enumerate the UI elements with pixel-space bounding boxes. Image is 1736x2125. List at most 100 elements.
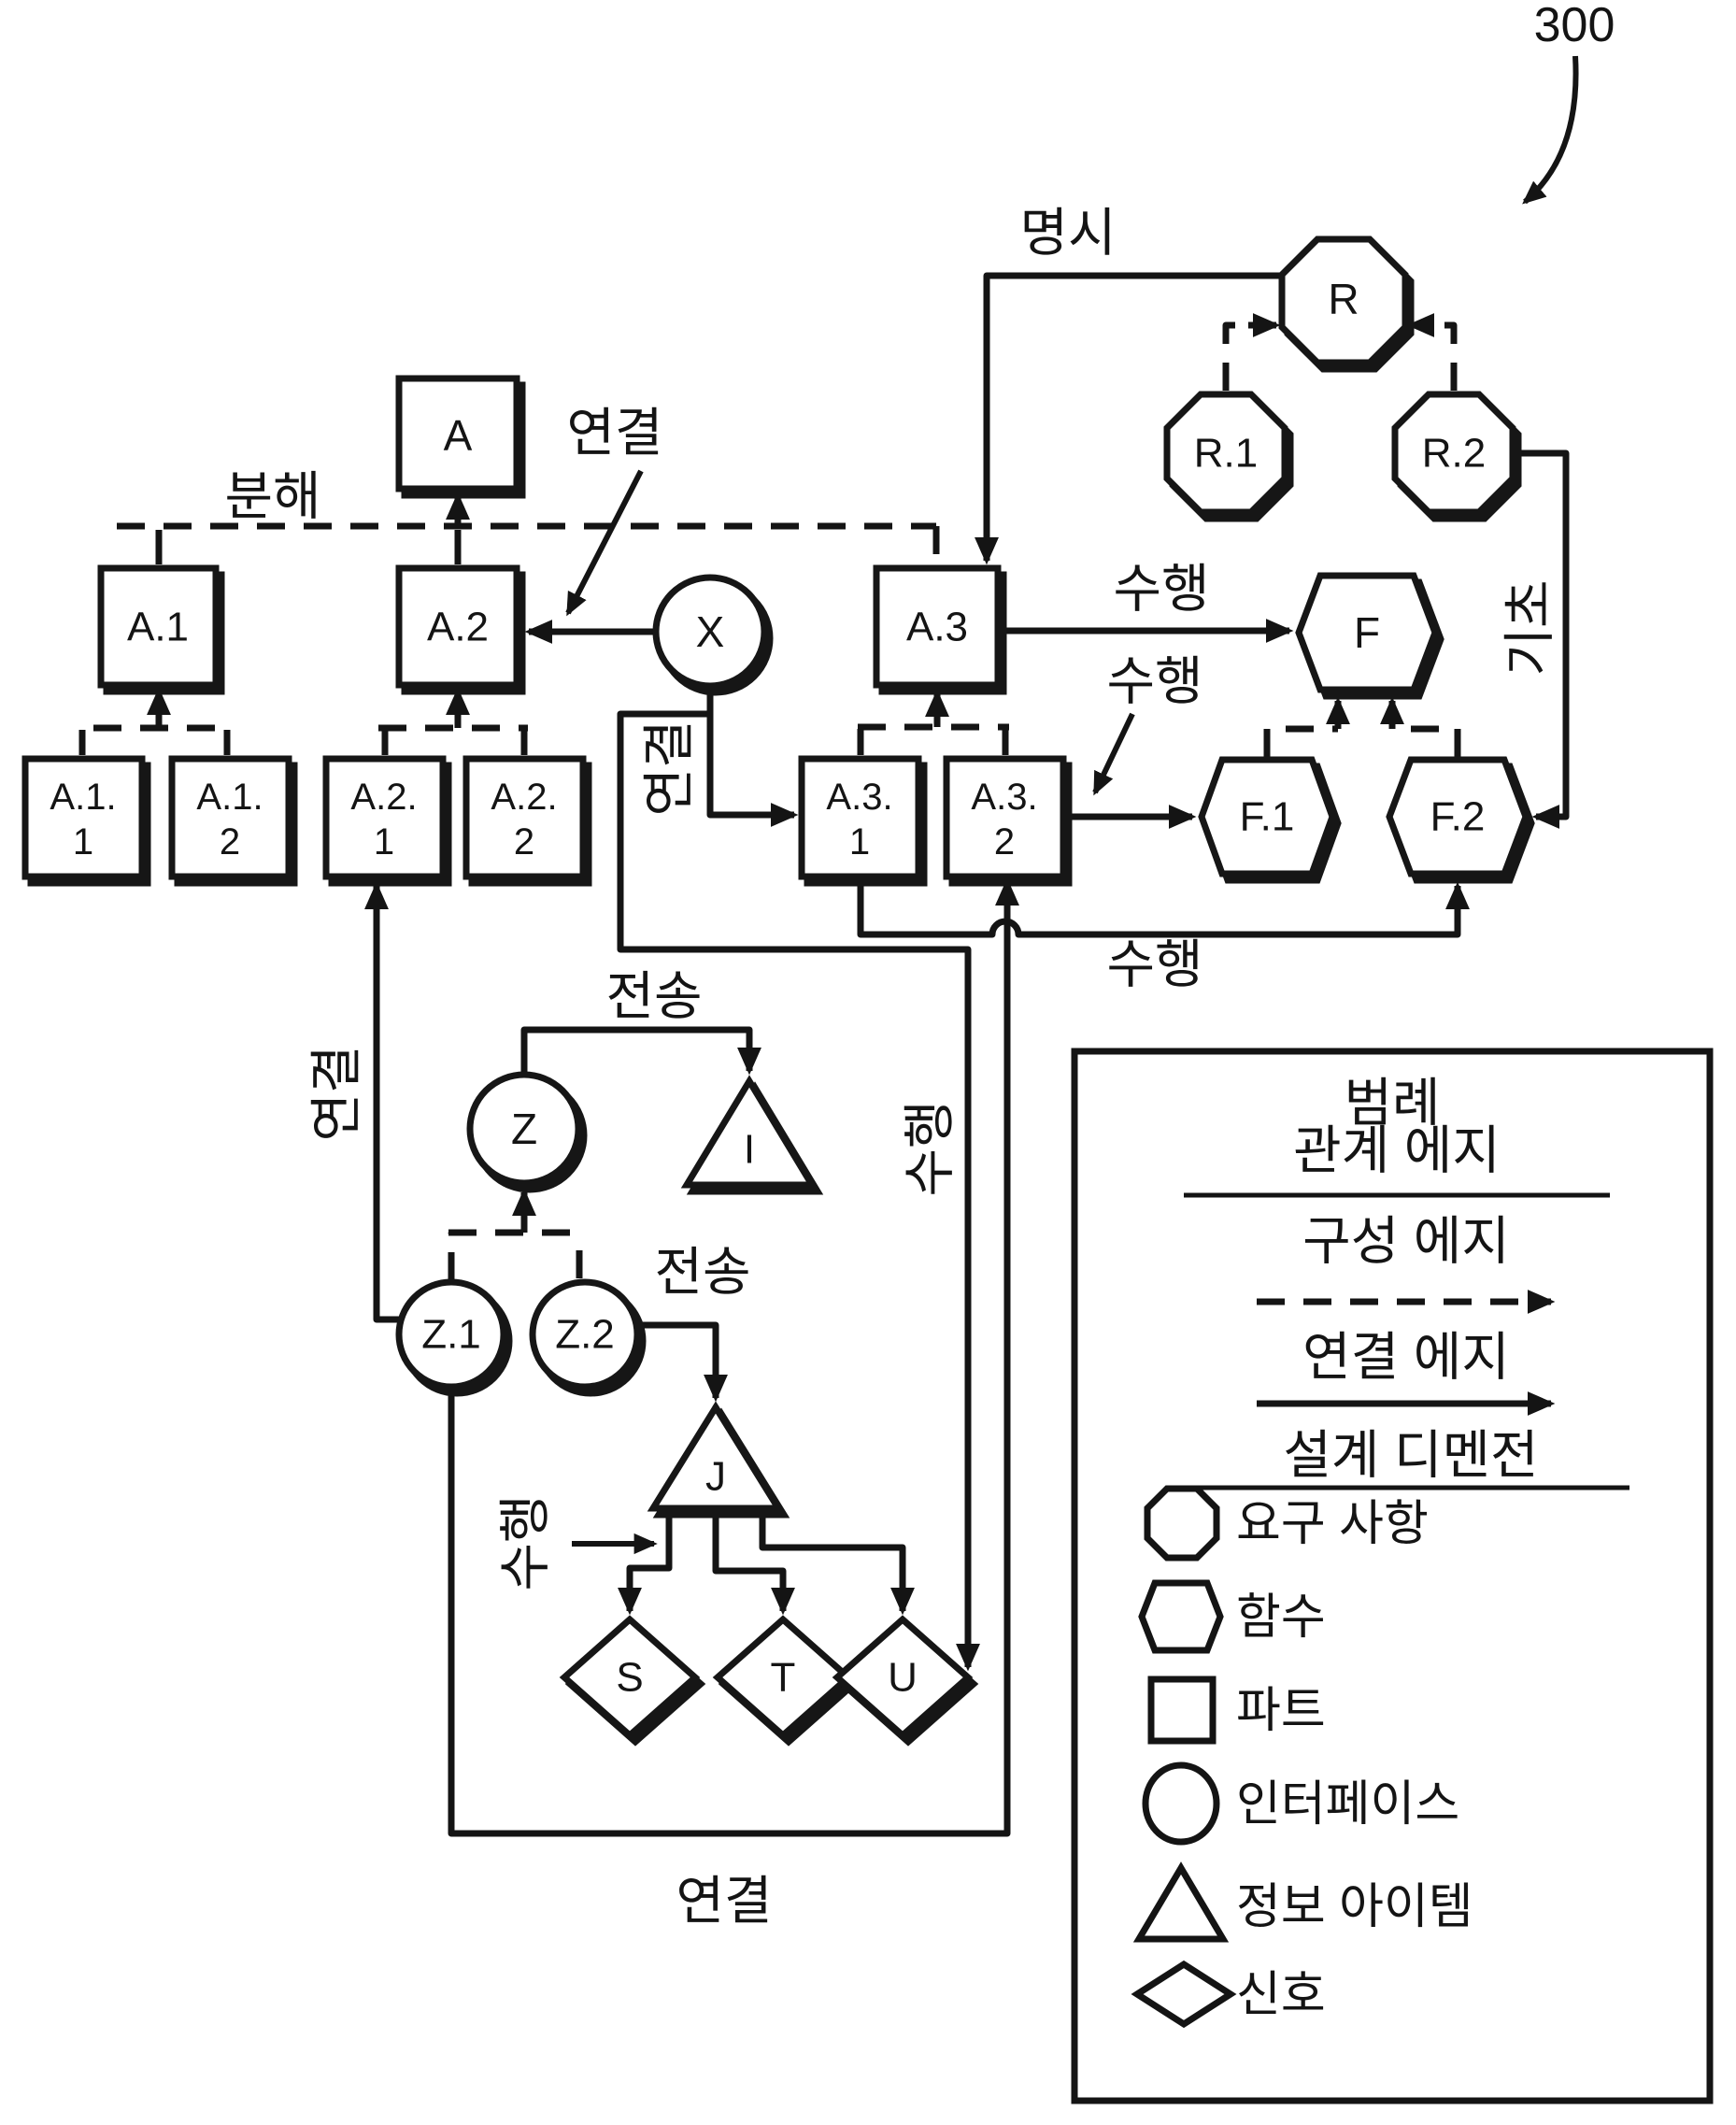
interface-z-label: Z bbox=[511, 1105, 537, 1153]
part-a bbox=[395, 375, 520, 492]
label-transmit-2: 전송 bbox=[654, 1243, 750, 1302]
part-a22-label-1: A.2. bbox=[491, 777, 557, 818]
label-perform-5-rotated: 수행 bbox=[496, 1494, 555, 1590]
octagon-icon bbox=[1144, 1485, 1220, 1562]
label-perform-1: 수행 bbox=[1113, 560, 1209, 619]
legend-item-label-1: 함수 bbox=[1236, 1590, 1326, 1645]
signal-s bbox=[559, 1615, 701, 1740]
figure-number: 300 bbox=[1534, 0, 1615, 52]
requirement-r2 bbox=[1391, 391, 1516, 516]
signal-u-label: U bbox=[888, 1655, 918, 1701]
legend-composition-edge-label: 구성 에지 bbox=[1302, 1212, 1510, 1271]
signal-t-label: T bbox=[771, 1655, 796, 1701]
legend-design-dimension-header: 설계 디멘전 bbox=[1283, 1426, 1538, 1485]
legend-relation-edge-header: 관계 에지 bbox=[1293, 1121, 1501, 1180]
infoitem-i-label: I bbox=[744, 1127, 755, 1173]
function-f-label: F bbox=[1354, 608, 1380, 657]
interface-x-label: X bbox=[696, 607, 725, 656]
edge-connect-x-to-a31 bbox=[706, 686, 799, 827]
part-a-label: A bbox=[444, 411, 473, 460]
legend-connection-edge-label: 연결 에지 bbox=[1302, 1328, 1510, 1387]
edge-connect-z1-to-a32 bbox=[448, 877, 1019, 1837]
edge-connect-z1-to-a21 bbox=[364, 881, 403, 1323]
part-a31-label-1: A.3. bbox=[826, 777, 892, 818]
interface-z bbox=[466, 1071, 582, 1187]
label-perform-3: 수행 bbox=[1106, 935, 1202, 994]
part-a22 bbox=[462, 755, 587, 880]
infoitem-j-label: J bbox=[705, 1454, 726, 1500]
part-a21 bbox=[322, 755, 447, 880]
square-icon bbox=[1147, 1676, 1217, 1745]
legend-item-label-0: 요구 사항 bbox=[1236, 1497, 1429, 1551]
legend-title: 범례 bbox=[1344, 1074, 1440, 1133]
part-a11-label-1: A.1. bbox=[50, 777, 116, 818]
part-a12-label-2: 2 bbox=[220, 821, 240, 863]
label-connect-3-rotated: 연결 bbox=[307, 1045, 366, 1141]
edge-group-f1-dash bbox=[1263, 725, 1338, 757]
requirement-r2-label: R.2 bbox=[1422, 431, 1486, 477]
part-a21-label-2: 1 bbox=[374, 821, 394, 863]
requirement-r bbox=[1278, 235, 1409, 366]
part-a3 bbox=[873, 564, 1002, 689]
edge-transmit-z2-to-j bbox=[635, 1321, 728, 1403]
function-f bbox=[1295, 572, 1439, 693]
part-a22-label-2: 2 bbox=[514, 821, 534, 863]
edge-j-to-u bbox=[759, 1508, 915, 1616]
interface-z1 bbox=[395, 1278, 507, 1391]
edge-group-r2-dash bbox=[1431, 321, 1458, 391]
edge-labels: 300 명시 분해 연결 수행 수행 수행 전송 전송 연결 연결 연결 수행 … bbox=[224, 0, 1615, 1931]
label-decompose: 분해 bbox=[224, 467, 320, 526]
part-a2 bbox=[395, 564, 520, 689]
signal-u bbox=[832, 1615, 974, 1740]
edge-j-to-t bbox=[712, 1508, 795, 1616]
hexagon-icon bbox=[1138, 1579, 1224, 1654]
diamond-icon bbox=[1131, 1960, 1237, 2029]
part-a12 bbox=[168, 755, 292, 880]
requirement-r1-label: R.1 bbox=[1194, 431, 1258, 477]
requirement-r1 bbox=[1163, 391, 1288, 516]
figure-number-arrow bbox=[1522, 55, 1579, 205]
edges bbox=[78, 272, 1570, 1837]
part-a11-label-2: 1 bbox=[73, 821, 93, 863]
edge-transmit-z-to-i bbox=[520, 1026, 761, 1076]
edge-group-z-dash bbox=[448, 1229, 583, 1280]
interface-z1-label: Z.1 bbox=[421, 1312, 481, 1358]
label-connect-4: 연결 bbox=[676, 1872, 772, 1931]
function-f2-label: F.2 bbox=[1430, 794, 1486, 840]
legend-item-label-2: 파트 bbox=[1236, 1684, 1326, 1738]
interface-z2-label: Z.2 bbox=[555, 1312, 615, 1358]
triangle-icon bbox=[1132, 1861, 1230, 1943]
legend-item-label-4: 정보 아이템 bbox=[1236, 1880, 1473, 1934]
function-f1-label: F.1 bbox=[1240, 794, 1295, 840]
label-transmit-1: 전송 bbox=[605, 967, 702, 1026]
circle-icon bbox=[1142, 1761, 1220, 1846]
label-specify: 명시 bbox=[1019, 204, 1116, 263]
label-connect-1: 연결 bbox=[566, 404, 662, 463]
edge-j-to-s bbox=[618, 1508, 673, 1616]
legend-item-label-5: 신호 bbox=[1236, 1968, 1326, 2022]
part-a32 bbox=[943, 755, 1067, 880]
label-basis-rotated: 기초 bbox=[1501, 579, 1559, 676]
part-a32-label-1: A.3. bbox=[971, 777, 1037, 818]
legend-box bbox=[1071, 1048, 1714, 2104]
requirement-r-label: R bbox=[1328, 275, 1359, 323]
edge-group-r1-dash bbox=[1222, 321, 1248, 391]
edge-basis-r2-to-f2 bbox=[1513, 449, 1570, 829]
perform-label-arrow bbox=[1092, 712, 1135, 796]
edge-group-f2-dash bbox=[1392, 725, 1461, 757]
signal-s-label: S bbox=[616, 1655, 643, 1701]
part-a31 bbox=[798, 755, 922, 880]
part-a12-label-1: A.1. bbox=[196, 777, 263, 818]
part-a21-label-1: A.2. bbox=[350, 777, 417, 818]
infoitem-j bbox=[647, 1401, 785, 1512]
connect-label-arrow bbox=[565, 469, 644, 617]
function-f2 bbox=[1386, 756, 1530, 877]
annotation-arrows bbox=[565, 55, 1579, 1555]
node-labels: A A.1 A.2 A.3 A.1. 1 A.1. 2 A.2. 1 A.2. … bbox=[50, 275, 1486, 1701]
part-a3-label: A.3 bbox=[906, 605, 968, 650]
edge-specify-r-to-a3 bbox=[975, 272, 1282, 565]
part-a11 bbox=[21, 755, 146, 880]
function-f1 bbox=[1198, 756, 1336, 877]
